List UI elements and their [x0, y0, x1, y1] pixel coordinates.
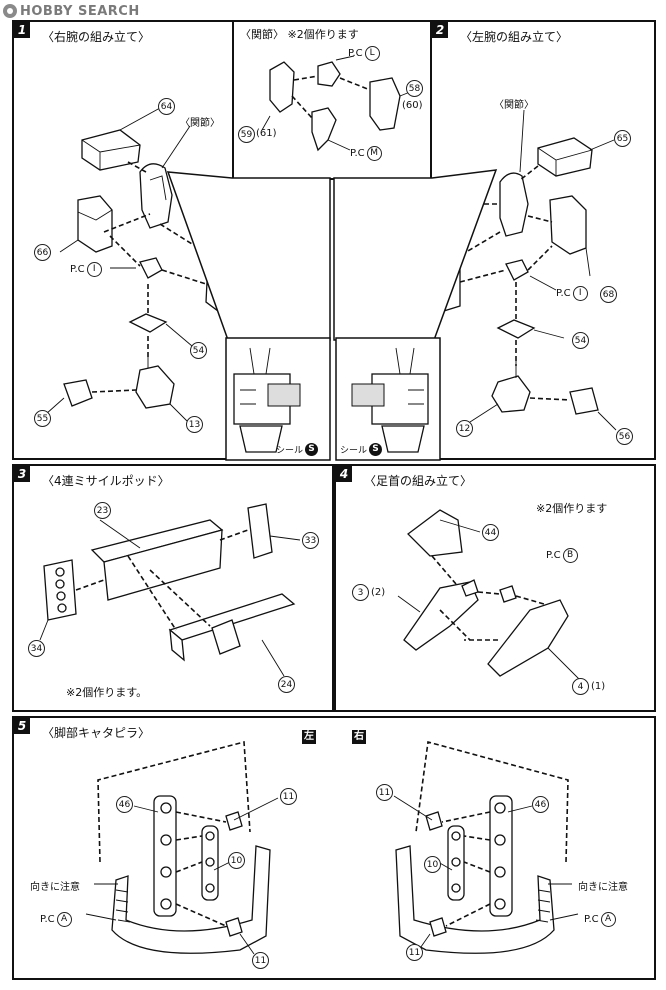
step2-pc-label: P.C I	[556, 286, 588, 301]
watermark-text: HOBBY SEARCH	[20, 3, 140, 19]
part-54: 54	[190, 342, 207, 359]
step1-joint-label: 〈関節〉	[180, 118, 220, 129]
step4-right-part: 4 (1)	[572, 678, 605, 695]
step4-pc-label: P.C B	[546, 548, 578, 563]
pc-letter: B	[562, 548, 578, 563]
caution-left: 向きに注意	[30, 882, 80, 893]
part-24: 24	[278, 676, 295, 693]
part-68: 68	[600, 286, 617, 303]
step5-number: 5	[14, 718, 30, 734]
pc-prefix: P.C	[546, 550, 561, 561]
step3-number: 3	[14, 466, 30, 482]
pc-prefix: P.C	[584, 914, 599, 925]
step5-pc-right: P.C A	[584, 912, 616, 927]
step4-number: 4	[336, 466, 352, 482]
seal-s-icon: S	[305, 443, 319, 456]
part-56: 56	[616, 428, 633, 445]
part-66: 66	[34, 244, 51, 261]
part-11-right-bottom: 11	[406, 944, 423, 961]
step5-pc-left: P.C A	[40, 912, 72, 927]
part-46-right: 46	[532, 796, 549, 813]
pc-letter: A	[56, 912, 72, 927]
part-65: 65	[614, 130, 631, 147]
step4-title: 〈足首の組み立て〉	[364, 474, 473, 488]
seal-text: シール	[340, 446, 368, 456]
hobbysearch-logo-icon	[3, 4, 17, 18]
joint-box-title: 〈関節〉 ※2個作ります	[240, 28, 359, 41]
part-10-left: 10	[228, 852, 245, 869]
seal-s-icon: S	[369, 443, 383, 456]
step2-title: 〈左腕の組み立て〉	[460, 30, 569, 44]
part-64: 64	[158, 98, 175, 115]
part-33: 33	[302, 532, 319, 549]
pc-prefix: P.C	[40, 914, 55, 925]
joint-part-58-alt: (60)	[402, 100, 423, 111]
pc-letter: I	[572, 286, 588, 301]
seal-label-left: シール S	[276, 443, 319, 456]
part-11-right-top: 11	[376, 784, 393, 801]
part-13: 13	[186, 416, 203, 433]
left-side-mark: 左	[302, 730, 316, 744]
part-3: 3	[352, 584, 369, 601]
step2-number: 2	[432, 22, 448, 38]
step3-title: 〈4連ミサイルポッド〉	[42, 474, 170, 488]
part-11-left-bottom: 11	[252, 952, 269, 969]
watermark: HOBBY SEARCH	[2, 2, 140, 20]
caution-right: 向きに注意	[578, 882, 628, 893]
part-44: 44	[482, 524, 499, 541]
part-23: 23	[94, 502, 111, 519]
step3-note: ※2個作ります。	[66, 686, 148, 699]
pc-prefix: P.C	[350, 148, 365, 159]
joint-part-59: 59	[238, 126, 255, 143]
pc-prefix: P.C	[556, 288, 571, 299]
joint-part-59-alt: (61)	[256, 128, 277, 139]
pc-prefix: P.C	[70, 264, 85, 275]
part-34: 34	[28, 640, 45, 657]
step1-pc-label: P.C I	[70, 262, 102, 277]
part-55: 55	[34, 410, 51, 427]
pc-letter: I	[86, 262, 102, 277]
step4-note: ※2個作ります	[536, 502, 608, 515]
joint-pc-l: P.C L	[348, 46, 380, 61]
part-10-right: 10	[424, 856, 441, 873]
pc-letter: M	[366, 146, 382, 161]
step2-joint-label: 〈関節〉	[494, 100, 534, 111]
pc-letter: L	[364, 46, 380, 61]
step1-title: 〈右腕の組み立て〉	[42, 30, 151, 44]
part-54b: 54	[572, 332, 589, 349]
seal-label-right: シール S	[340, 443, 383, 456]
part-12: 12	[456, 420, 473, 437]
joint-part-58: 58	[406, 80, 423, 97]
joint-pc-m: P.C M	[350, 146, 382, 161]
step4-left-part: 3 (2)	[352, 584, 385, 601]
pc-prefix: P.C	[348, 48, 363, 59]
part-3-alt: (2)	[371, 587, 386, 598]
part-4-alt: (1)	[591, 681, 606, 692]
part-46-left: 46	[116, 796, 133, 813]
step5-title: 〈脚部キャタピラ〉	[42, 726, 151, 740]
step1-number: 1	[14, 22, 30, 38]
part-4: 4	[572, 678, 589, 695]
pc-letter: A	[600, 912, 616, 927]
part-11-left-top: 11	[280, 788, 297, 805]
right-side-mark: 右	[352, 730, 366, 744]
seal-text: シール	[276, 446, 304, 456]
